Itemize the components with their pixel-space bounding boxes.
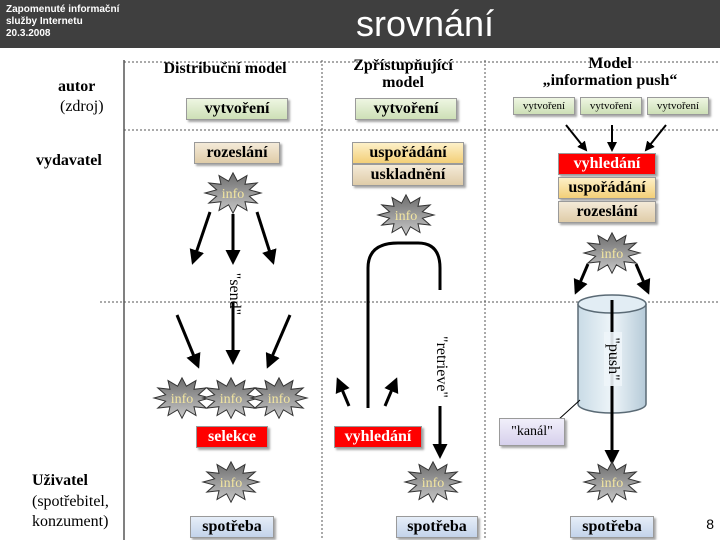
arrow [644,124,667,152]
row-label-zdroj: (zdroj) [60,98,104,115]
info-burst-label: info [601,476,624,491]
info-burst-shape [582,231,642,275]
box-uskladneni: uskladnění [352,164,464,186]
box-vytvoreni-small: vytvoření [647,97,709,115]
info-burst-label: info [601,247,624,262]
info-burst: info [582,231,642,275]
info-burst-shape [201,460,261,504]
box-spotreba: spotřeba [570,516,654,538]
row-label-spotrebitel: (spotřebitel, [32,493,109,510]
box-vytvoreni: vytvoření [355,98,457,120]
info-burst-shape [249,376,309,420]
header-bar: Zapomenuté informační služby Internetu 2… [0,0,720,48]
info-burst-label: info [220,476,243,491]
column-heading-line: Model [588,55,632,72]
box-vyhledani: vyhledání [558,153,656,175]
info-burst-shape [203,171,263,215]
arrow [634,263,651,295]
box-vytvoreni-small: vytvoření [513,97,575,115]
info-burst-label: info [171,392,194,407]
page-number: 8 [706,516,714,532]
arrow [335,377,351,407]
arrow [573,263,590,295]
arrow [255,211,277,265]
subtitle-line: služby Internetu [6,16,83,27]
row-label-autor: autor [58,78,96,95]
column-heading-line: Zpřístupňující [353,57,453,74]
row-label-uzivatel: Uživatel [32,472,88,489]
subtitle-date: 20.3.2008 [6,28,51,39]
info-burst-label: info [422,476,445,491]
row-label-konzument: konzument) [32,513,109,530]
flow-label-push: "push" [604,332,622,386]
info-burst-label: info [220,392,243,407]
retrieve-loop [366,241,442,408]
column-heading-line: model [382,74,424,91]
arrow [383,377,399,407]
subtitle-line: Zapomenuté informační [6,4,120,15]
callout-kanal: "kanál" [499,418,565,446]
info-burst: info [582,460,642,504]
info-burst-label: info [395,209,418,224]
info-burst: info [203,171,263,215]
info-burst: info [249,376,309,420]
arrow [265,314,292,369]
slide-title-text: srovnání [355,3,495,44]
row-label-vydavatel: vydavatel [36,152,102,169]
column-heading-push: Model „information push“ [500,55,720,89]
info-burst: info [403,460,463,504]
box-spotreba: spotřeba [190,516,274,538]
flow-label-send: "send" [226,272,243,316]
info-burst: info [376,193,436,237]
info-burst-shape [582,460,642,504]
box-vytvoreni: vytvoření [186,98,288,120]
box-rozeslani: rozeslání [558,201,656,223]
box-rozeslani: rozeslání [194,142,280,164]
column-heading-zpristupnujici: Zpřístupňující model [328,57,478,91]
column-heading-distribucni: Distribuční model [163,60,287,77]
arrow [175,314,201,369]
info-burst-shape [376,193,436,237]
box-usporadani: uspořádání [352,142,464,164]
course-subtitle: Zapomenuté informační služby Internetu 2… [6,4,119,40]
box-vyhledani: vyhledání [334,426,422,448]
box-spotreba: spotřeba [396,516,478,538]
slide-title: srovnání [0,2,720,46]
flow-label-retrieve: "retrieve" [433,336,450,398]
info-burst: info [201,460,261,504]
info-burst-label: info [268,392,291,407]
callout-pointer [557,399,581,421]
info-burst-shape [403,460,463,504]
box-usporadani: uspořádání [558,177,656,199]
box-vytvoreni-small: vytvoření [580,97,642,115]
arrow [189,211,212,265]
box-selekce: selekce [196,426,268,448]
column-heading-line: „information push“ [542,72,678,89]
info-burst-label: info [222,187,245,202]
arrow [565,124,588,152]
